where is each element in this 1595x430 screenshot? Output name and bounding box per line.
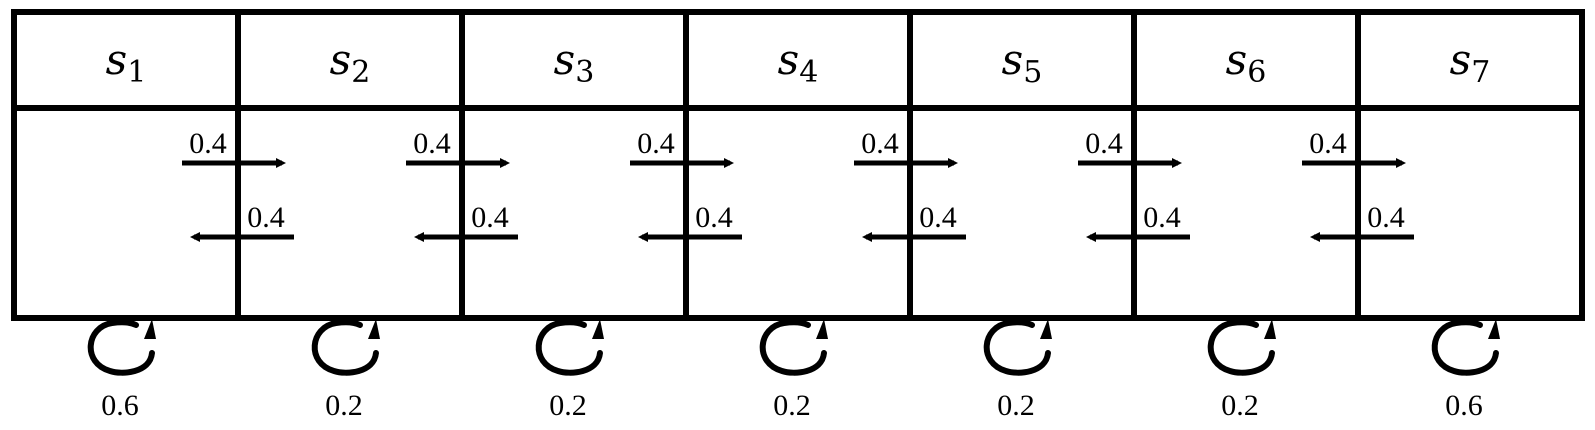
state-label-4: s4 — [778, 35, 819, 90]
self-loop-arrowhead-3 — [592, 319, 604, 339]
prob-left-4-to-3: 0.4 — [695, 201, 733, 234]
prob-right-2-to-3: 0.4 — [413, 127, 451, 160]
self-loop-prob-5: 0.2 — [997, 389, 1035, 422]
prob-left-5-to-4: 0.4 — [919, 201, 957, 234]
self-loop-1 — [87, 319, 155, 376]
self-loop-5 — [983, 319, 1051, 376]
state-labels: s1 s2 s3 s4 s5 s6 s7 — [106, 35, 1491, 90]
self-loop-arrowhead-6 — [1264, 319, 1276, 339]
self-loop-prob-3: 0.2 — [549, 389, 587, 422]
prob-left-3-to-2: 0.4 — [471, 201, 509, 234]
state-label-3: s3 — [554, 35, 595, 90]
prob-left-7-to-6: 0.4 — [1367, 201, 1405, 234]
state-grid — [11, 9, 1585, 321]
self-loop-2 — [311, 319, 379, 376]
self-loop-prob-7: 0.6 — [1445, 389, 1483, 422]
self-loop-arrowhead-4 — [816, 319, 828, 339]
self-loop-7 — [1431, 319, 1499, 376]
transition-arrows: 0.4 0.4 0.4 0.4 0.4 0.4 0.4 0.4 0.4 0.4 0.4 0.4 — [182, 127, 1414, 242]
state-label-2: s2 — [330, 35, 371, 90]
prob-right-4-to-5: 0.4 — [861, 127, 899, 160]
self-loop-prob-6: 0.2 — [1221, 389, 1259, 422]
prob-left-6-to-5: 0.4 — [1143, 201, 1181, 234]
self-loop-3 — [535, 319, 603, 376]
self-loop-prob-4: 0.2 — [773, 389, 811, 422]
state-label-7: s7 — [1450, 35, 1491, 90]
state-label-1: s1 — [106, 35, 147, 90]
self-loop-arrowhead-5 — [1040, 319, 1052, 339]
self-loop-prob-1: 0.6 — [101, 389, 139, 422]
self-loop-arrowhead-1 — [144, 319, 156, 339]
prob-left-2-to-1: 0.4 — [247, 201, 285, 234]
prob-right-1-to-2: 0.4 — [189, 127, 227, 160]
prob-right-5-to-6: 0.4 — [1085, 127, 1123, 160]
state-label-6: s6 — [1226, 35, 1267, 90]
prob-right-6-to-7: 0.4 — [1309, 127, 1347, 160]
self-loop-prob-2: 0.2 — [325, 389, 363, 422]
self-loop-arrowhead-2 — [368, 319, 380, 339]
self-loop-4 — [759, 319, 827, 376]
self-loop-arrowhead-7 — [1488, 319, 1500, 339]
grid-border — [11, 9, 1585, 321]
self-loop-6 — [1207, 319, 1275, 376]
prob-right-3-to-4: 0.4 — [637, 127, 675, 160]
state-label-5: s5 — [1002, 35, 1043, 90]
self-loops: 0.6 0.2 0.2 0.2 0.2 0.2 0.6 — [87, 319, 1500, 422]
